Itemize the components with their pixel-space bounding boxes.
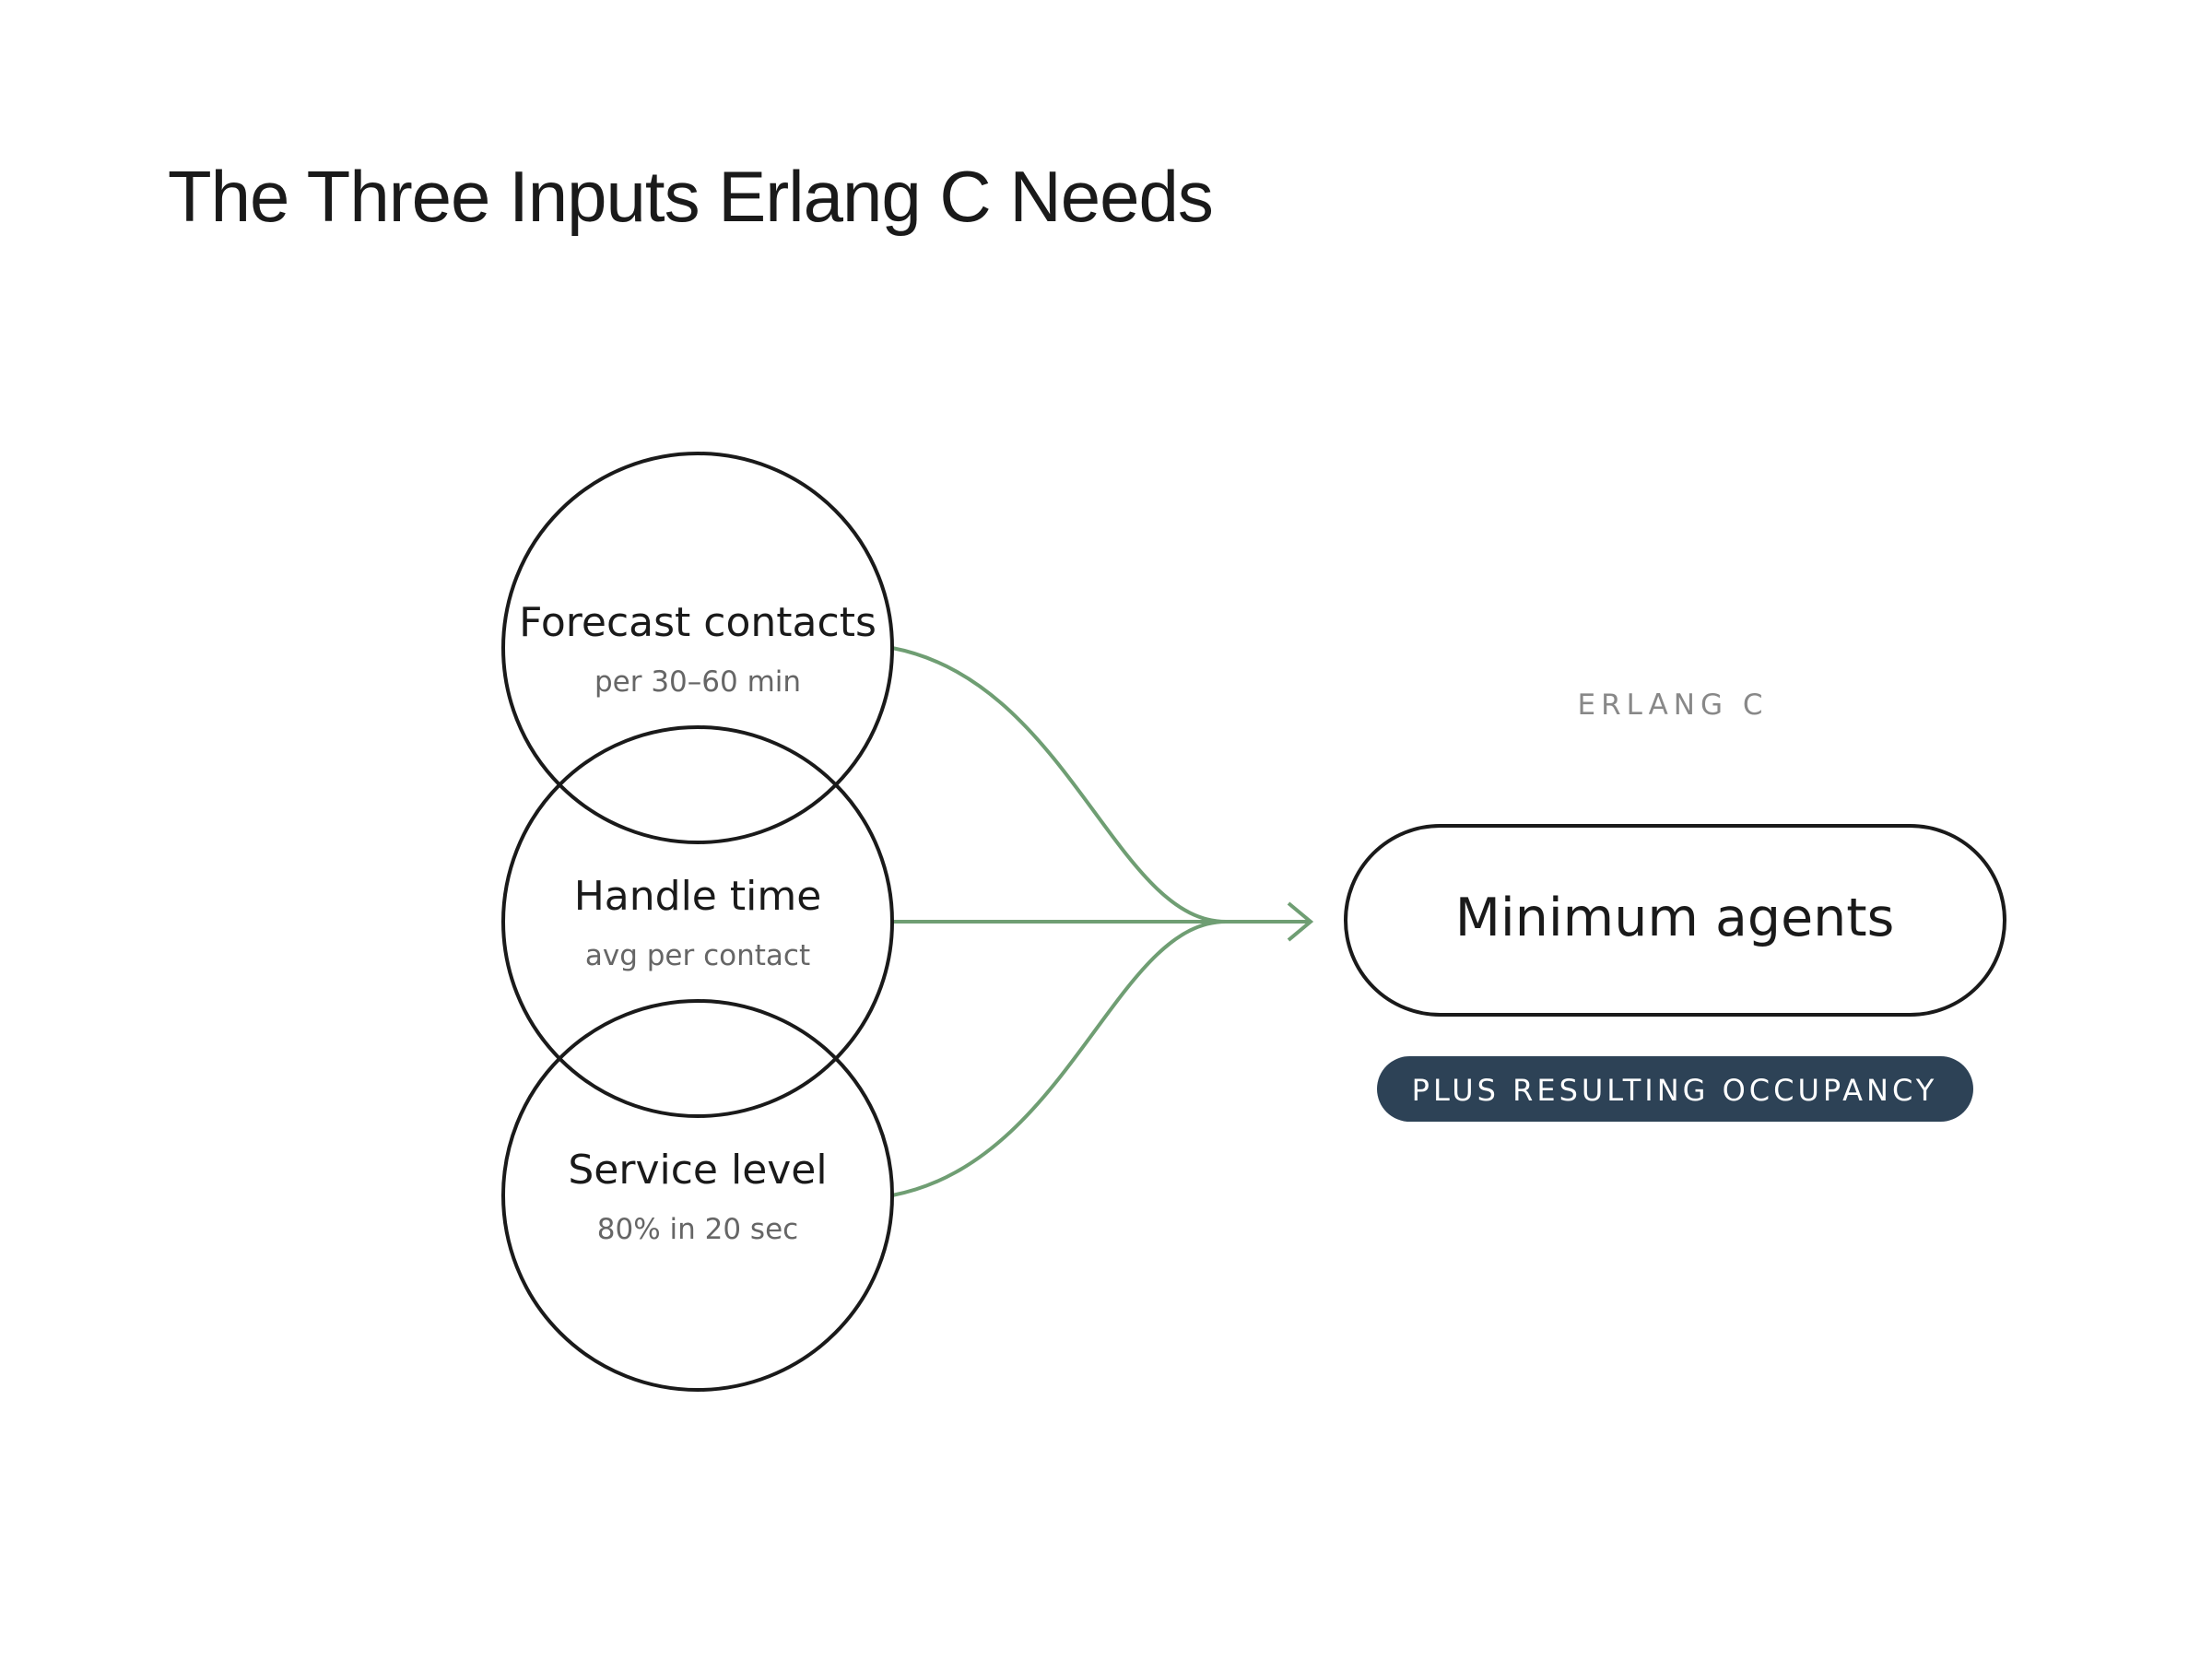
connector-forecast-contacts [891,646,1227,924]
input-node-service-level: Service level 80% in 20 sec [501,999,894,1392]
occupancy-badge: PLUS RESULTING OCCUPANCY [1377,1056,1973,1122]
input-label: Forecast contacts [519,599,877,646]
input-circle [501,999,894,1392]
connector-service-level [891,920,1227,1197]
badge-label: PLUS RESULTING OCCUPANCY [1412,1073,1938,1108]
badge-background [1377,1056,1973,1122]
output-label: Minimum agents [1455,888,1895,948]
input-sublabel: per 30–60 min [594,665,801,699]
output-box [1344,824,2006,1017]
connector-group [891,646,1314,1197]
model-label: ERLANG C [1577,688,1768,722]
diagram-title: The Three Inputs Erlang C Needs [168,156,1213,237]
arrowhead-icon [1287,901,1314,942]
input-label: Handle time [574,873,822,920]
input-node-handle-time: Handle time avg per contact [501,725,894,1118]
input-circle [501,452,894,844]
input-sublabel: 80% in 20 sec [597,1213,798,1246]
output-node: Minimum agents [1344,824,2006,1017]
input-node-forecast-contacts: Forecast contacts per 30–60 min [501,452,894,844]
input-circle [501,725,894,1118]
input-label: Service level [568,1147,827,1194]
input-sublabel: avg per contact [585,939,810,972]
